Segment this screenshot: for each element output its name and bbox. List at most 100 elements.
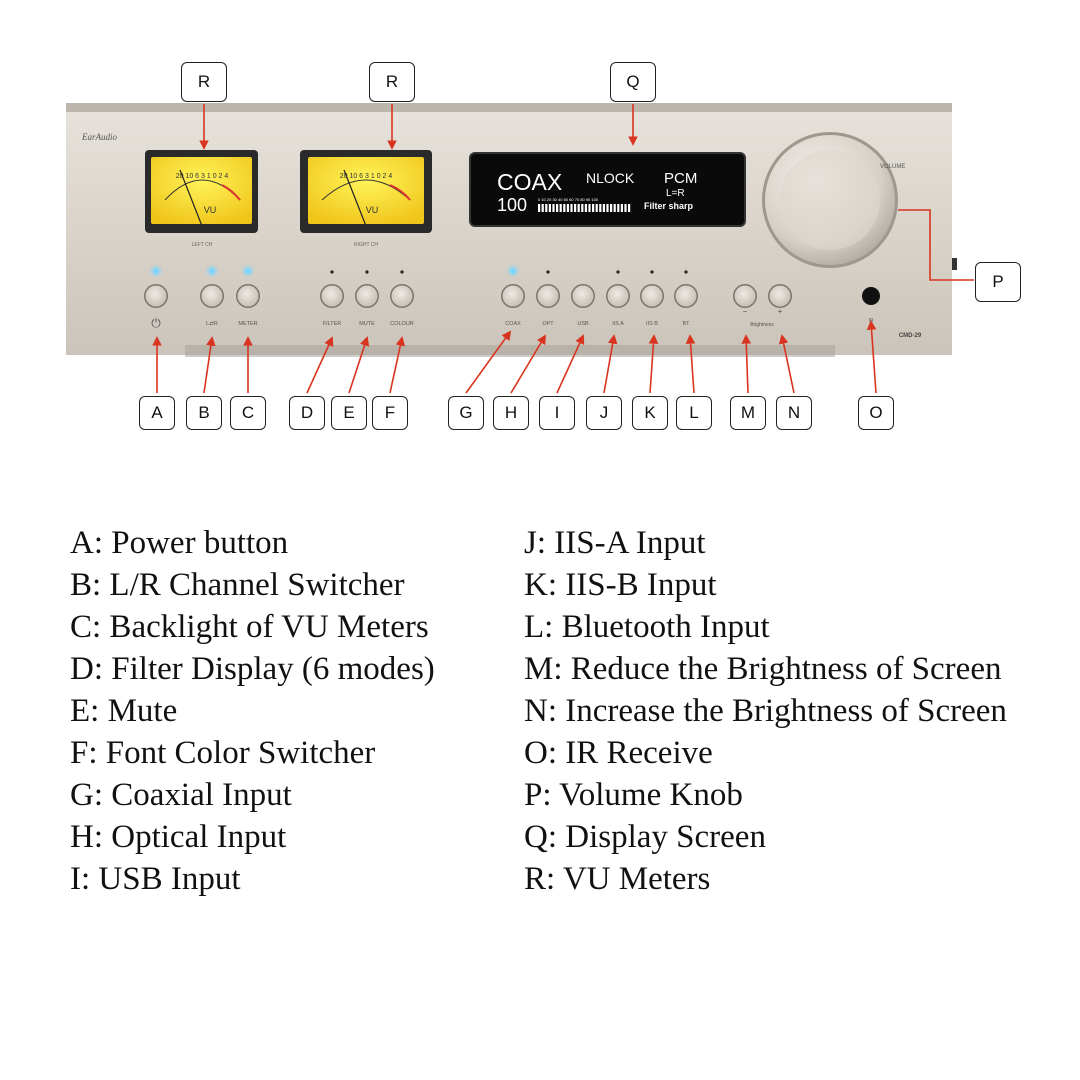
callout-tag-r-1: R — [369, 62, 415, 102]
lr-label: L⇄R — [206, 320, 218, 327]
vu-right-unit: VU — [366, 205, 379, 215]
legend-item: B: L/R Channel Switcher — [70, 567, 405, 603]
callout-tag-q-2: Q — [610, 62, 656, 102]
iisb-led — [650, 270, 654, 274]
opt-label: OPT — [542, 321, 554, 327]
iisa-led — [616, 270, 620, 274]
screen-volume: 100 — [497, 195, 527, 215]
screen-level-bar — [538, 204, 541, 212]
legend-item: F: Font Color Switcher — [70, 735, 376, 771]
screen-level-bar — [548, 204, 551, 212]
bright-up-label: + — [778, 307, 783, 316]
screen-level-bar — [584, 204, 587, 212]
callout-tag-n: N — [776, 396, 812, 430]
callout-arrow-M — [741, 334, 752, 394]
callout-arrow-N — [778, 334, 795, 394]
callout-arrow-O — [866, 320, 877, 394]
callout-arrow-K — [648, 334, 659, 394]
coax-button[interactable]: COAX — [501, 265, 525, 327]
screen-level-bar — [595, 204, 598, 212]
meter-button[interactable]: METER — [236, 265, 260, 327]
bright-down-button[interactable]: − — [733, 284, 757, 316]
callout-tag-h: H — [493, 396, 529, 430]
power-button[interactable]: ⏻ — [144, 265, 168, 330]
screen-level-bar — [570, 204, 573, 212]
callout-tag-l: L — [676, 396, 712, 430]
callout-tag-f: F — [372, 396, 408, 430]
power-led — [152, 267, 160, 275]
coax-label: COAX — [505, 321, 521, 327]
mute-button[interactable]: MUTE — [355, 270, 379, 327]
legend-item: O: IR Receive — [524, 735, 713, 771]
side-connector — [952, 258, 957, 270]
legend-item: D: Filter Display (6 modes) — [70, 651, 435, 687]
legend-item: R: VU Meters — [524, 861, 711, 897]
meter-label: METER — [238, 321, 257, 327]
callout-arrow-H — [510, 334, 546, 394]
lr-button[interactable]: L⇄R — [200, 265, 224, 327]
bt-label: BT — [682, 321, 690, 327]
callout-tag-c: C — [230, 396, 266, 430]
legend-item: Q: Display Screen — [524, 819, 766, 855]
screen-level-bar — [592, 204, 595, 212]
screen-level-bar — [563, 204, 566, 212]
bt-led — [684, 270, 688, 274]
lr-led — [208, 267, 216, 275]
callout-arrow-F — [389, 336, 406, 394]
mute-led — [365, 270, 369, 274]
filter-label: FILTER — [323, 321, 342, 327]
iisa-button[interactable]: IIS A — [606, 270, 630, 327]
screen-level-bar — [559, 204, 562, 212]
callout-arrow-G — [465, 330, 512, 394]
legend-item: C: Backlight of VU Meters — [70, 609, 429, 645]
callout-arrow-B — [203, 336, 216, 394]
usb-label: USB — [577, 321, 589, 327]
screen-format: PCM — [664, 170, 697, 187]
legend-item: L: Bluetooth Input — [524, 609, 770, 645]
bt-button[interactable]: BT — [674, 270, 698, 327]
volume-knob[interactable] — [762, 132, 898, 268]
vu-right-scale: 20 10 6 3 1 0 2 4 — [340, 173, 393, 180]
filter-button[interactable]: FILTER — [320, 270, 344, 327]
screen-level-bar — [628, 204, 631, 212]
legend-item: M: Reduce the Brightness of Screen — [524, 651, 1002, 687]
legend-item: I: USB Input — [70, 861, 241, 897]
chassis-top-edge — [66, 103, 952, 113]
device-front-panel: EarAudio 20 10 6 3 1 0 2 4 VU LEFT CH 20… — [66, 103, 974, 394]
colour-button[interactable]: COLOUR — [390, 270, 414, 327]
vu-left-label: LEFT CH — [192, 242, 213, 248]
bright-up-button[interactable]: + — [768, 284, 792, 316]
screen-input: COAX — [497, 169, 562, 195]
legend-item: P: Volume Knob — [524, 777, 743, 813]
callout-tag-a: A — [139, 396, 175, 430]
legend-item: G: Coaxial Input — [70, 777, 292, 813]
legend-item: N: Increase the Brightness of Screen — [524, 693, 1007, 729]
callout-arrow-D — [306, 336, 334, 394]
display-screen: COAX NLOCK PCM L=R 100 0 10 20 30 40 50 … — [469, 152, 746, 227]
screen-level-bar — [541, 204, 544, 212]
iisb-button[interactable]: IIS B — [640, 270, 664, 327]
screen-level-bar — [610, 204, 613, 212]
callout-arrow-L — [685, 334, 696, 394]
screen-level-bar — [599, 204, 602, 212]
vu-meter-right: 20 10 6 3 1 0 2 4 VU RIGHT CH — [300, 150, 432, 248]
opt-led — [546, 270, 550, 274]
model-label: CMD-29 — [899, 333, 922, 339]
vu-meter-left: 20 10 6 3 1 0 2 4 VU LEFT CH — [145, 150, 258, 248]
usb-button[interactable]: USB — [571, 284, 595, 327]
screen-level-bars — [538, 204, 631, 212]
callout-tag-p: P — [975, 262, 1021, 302]
screen-level-bar — [552, 204, 555, 212]
chassis-feet-shadow — [185, 345, 835, 357]
mute-label: MUTE — [359, 321, 375, 327]
screen-scale: 0 10 20 30 40 50 60 70 80 90 100 — [538, 197, 599, 202]
screen-level-bar — [624, 204, 627, 212]
screen-level-bar — [617, 204, 620, 212]
screen-level-bar — [545, 204, 548, 212]
filter-led — [330, 270, 334, 274]
screen-level-bar — [581, 204, 584, 212]
callout-arrow-I — [556, 334, 585, 394]
opt-button[interactable]: OPT — [536, 270, 560, 327]
